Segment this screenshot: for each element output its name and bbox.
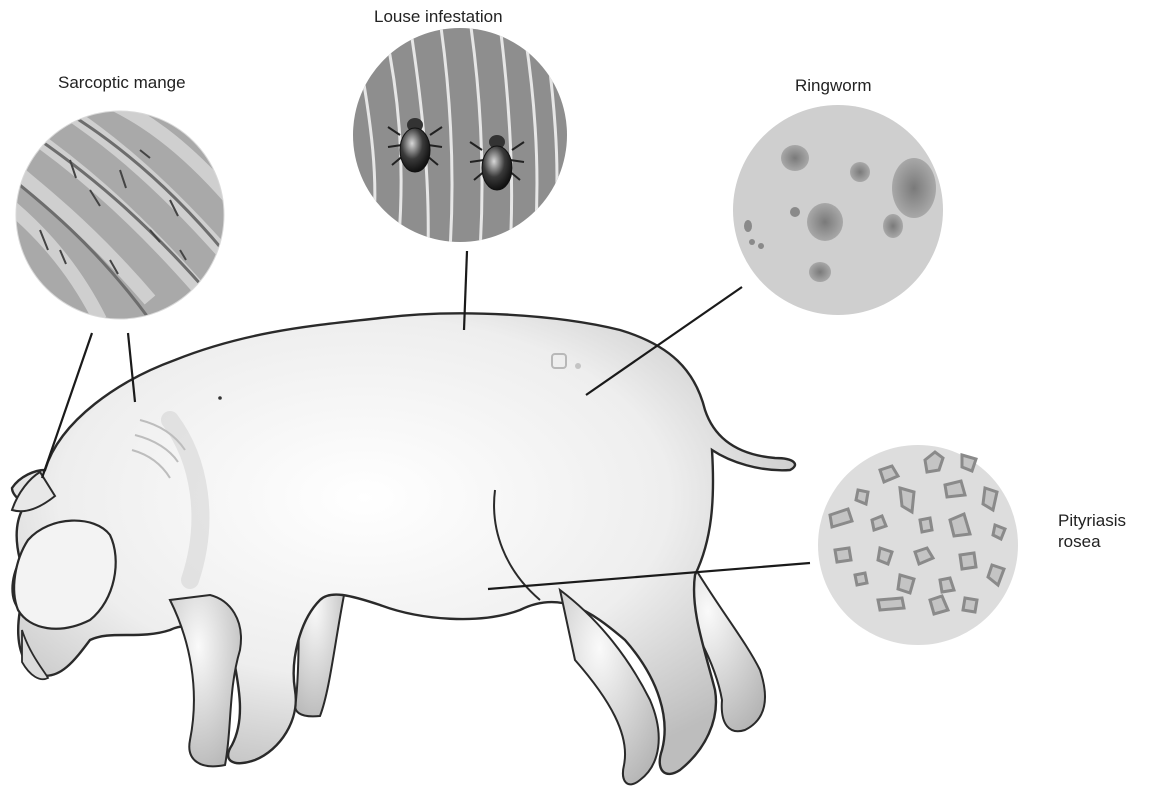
label-louse-infestation: Louse infestation [374,6,503,27]
ringworm-lesion [744,220,752,232]
ringworm-lesion [758,243,764,249]
pig-illustration [12,313,795,784]
pityriasis-lesion [878,548,892,564]
ringworm-lesion [850,162,870,182]
pityriasis-lesion [920,518,932,532]
pityriasis-lesion [945,481,965,497]
pityriasis-lesion [983,488,997,510]
ringworm-lesion [749,239,755,245]
ringworm-lesion [892,158,936,218]
pityriasis-lesion [898,575,914,593]
sarcoptic-mange-inset [0,90,240,320]
pityriasis-lesion [962,455,976,471]
ringworm-lesion [790,207,800,217]
ringworm-inset [733,105,943,315]
ringworm-lesion [807,203,843,241]
label-sarcoptic-mange: Sarcoptic mange [58,72,186,93]
label-ringworm: Ringworm [795,75,872,96]
label-pityriasis-line2: rosea [1058,531,1151,552]
pig-near-front-leg [170,595,241,766]
pityriasis-lesion [878,598,904,610]
pityriasis-lesion [872,516,886,530]
pityriasis-lesion [856,490,868,504]
ringworm-lesion [809,262,831,282]
pityriasis-lesion [940,578,954,592]
pityriasis-rosea-inset [818,445,1018,645]
pityriasis-lesion [993,525,1005,539]
ringworm-lesion [883,214,903,238]
label-pityriasis-line1: Pityriasis [1058,510,1151,531]
ringworm-lesion [781,145,809,171]
pig-body [12,313,795,774]
pig-eye [218,396,222,400]
louse-infestation-inset [353,20,567,250]
label-pityriasis-rosea: Pityriasis rosea [1058,510,1151,552]
pityriasis-lesion [960,553,976,569]
pityriasis-lesion [963,598,977,612]
pityriasis-lesion [855,573,867,585]
pityriasis-lesion [835,548,851,562]
pig-small-lesion [575,363,581,369]
